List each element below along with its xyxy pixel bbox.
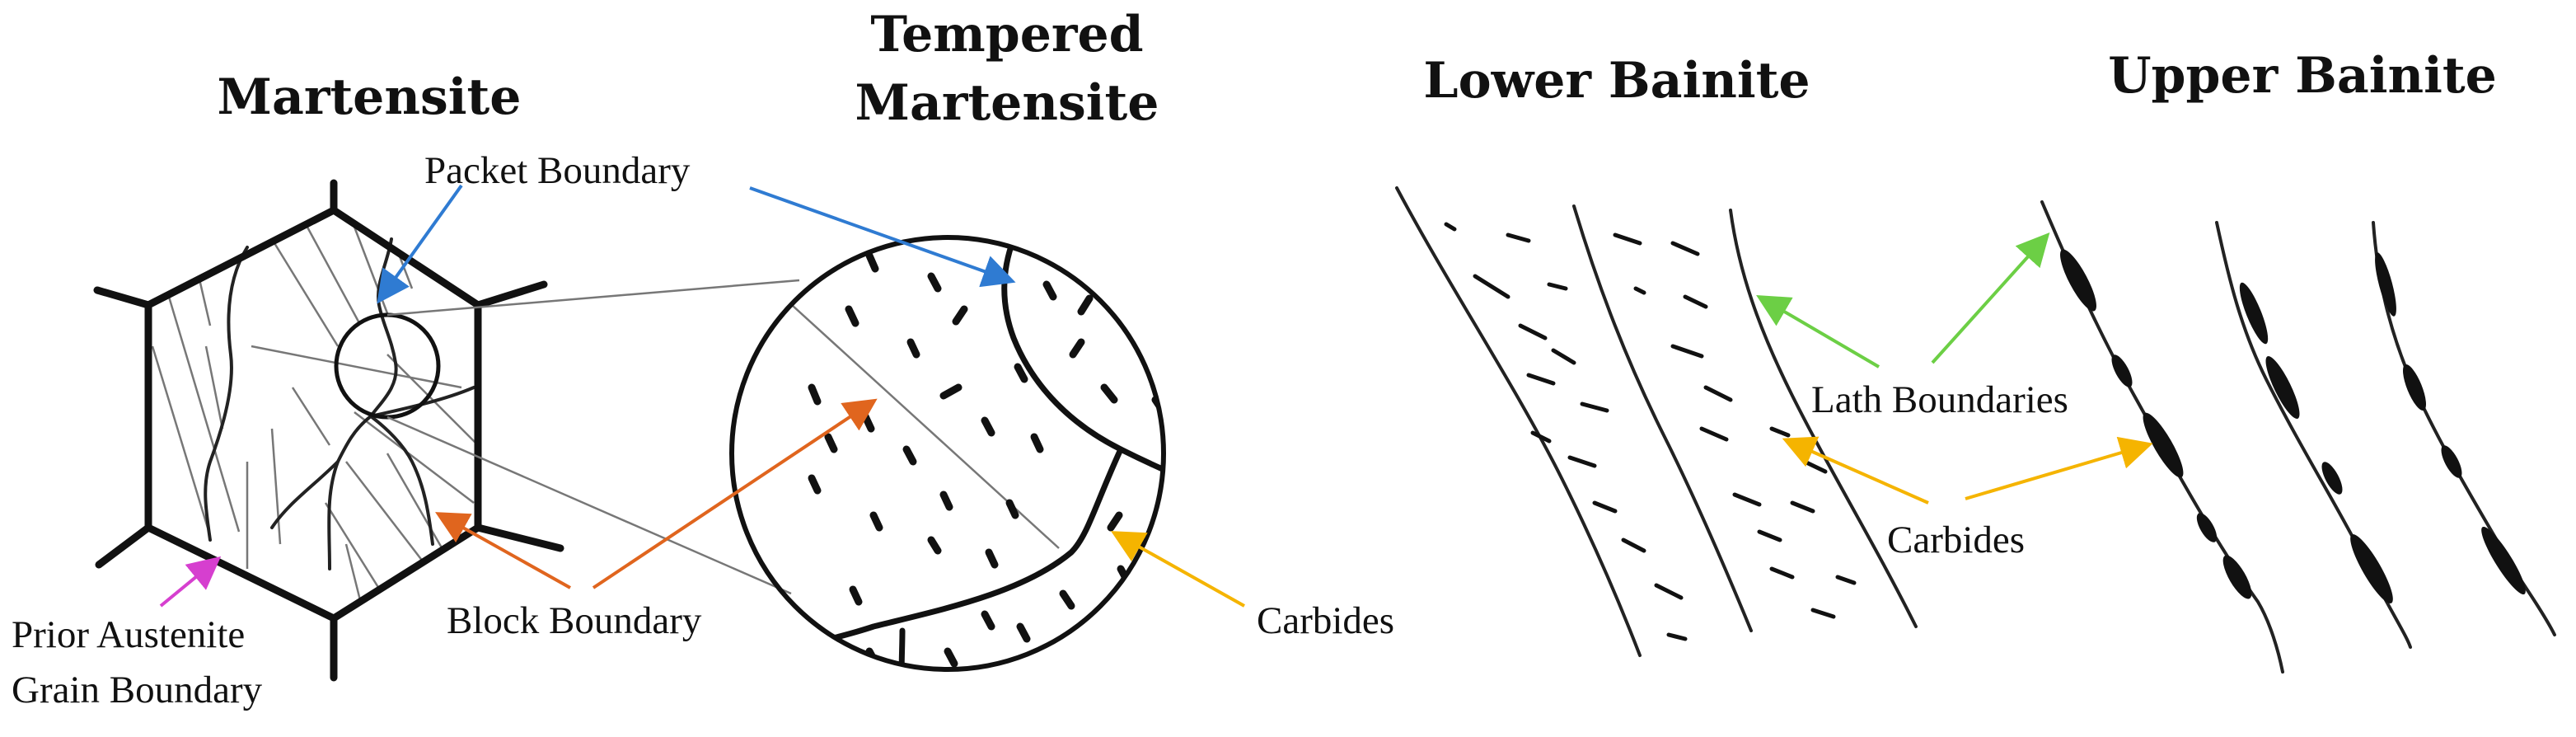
block-boundary-label: Block Boundary — [447, 599, 702, 642]
martensite-grain — [93, 179, 564, 682]
carbide-arrow-lower — [1782, 436, 1929, 505]
upper-bainite-carbides — [2060, 249, 2526, 603]
zoom-line-bottom — [386, 415, 792, 595]
title-tempered-line2: Martensite — [855, 74, 1159, 132]
carbide-arrow-upper — [1965, 436, 2153, 500]
lath-arrow-lower — [1756, 294, 1880, 368]
zoom-line-top — [386, 279, 800, 317]
arrows — [159, 184, 2153, 608]
title-upper-bainite: Upper Bainite — [2108, 47, 2497, 105]
martensite-laths — [151, 215, 478, 611]
carbides-bainite-label: Carbides — [1887, 519, 2025, 561]
prior-austenite-label-line1: Prior Austenite — [12, 613, 245, 656]
title-lower-bainite: Lower Bainite — [1423, 52, 1810, 110]
upper-bainite-sketch — [2040, 200, 2556, 674]
lath-arrow-upper — [1931, 232, 2050, 364]
title-martensite: Martensite — [218, 68, 522, 126]
prior-austenite-label-line2: Grain Boundary — [12, 669, 263, 711]
carbide-arrow-tempered — [1111, 531, 1245, 608]
lath-boundaries-label: Lath Boundaries — [1811, 378, 2068, 421]
prior-austenite-arrow — [159, 556, 222, 608]
lower-bainite-sketch — [1395, 186, 1918, 657]
packet-arrow-tempered — [749, 186, 1016, 288]
lower-bainite-carbides — [1444, 222, 1857, 641]
tempered-circle-outline — [729, 235, 1166, 672]
title-tempered-line1: Tempered — [870, 6, 1143, 63]
block-arrow-martensite — [435, 512, 571, 589]
block-arrow-tempered — [592, 398, 878, 589]
carbides-tempered-label: Carbides — [1257, 599, 1394, 642]
tempered-martensite-view — [729, 235, 1166, 672]
packet-boundary-label: Packet Boundary — [424, 149, 691, 192]
packet-arrow-martensite — [377, 184, 463, 304]
